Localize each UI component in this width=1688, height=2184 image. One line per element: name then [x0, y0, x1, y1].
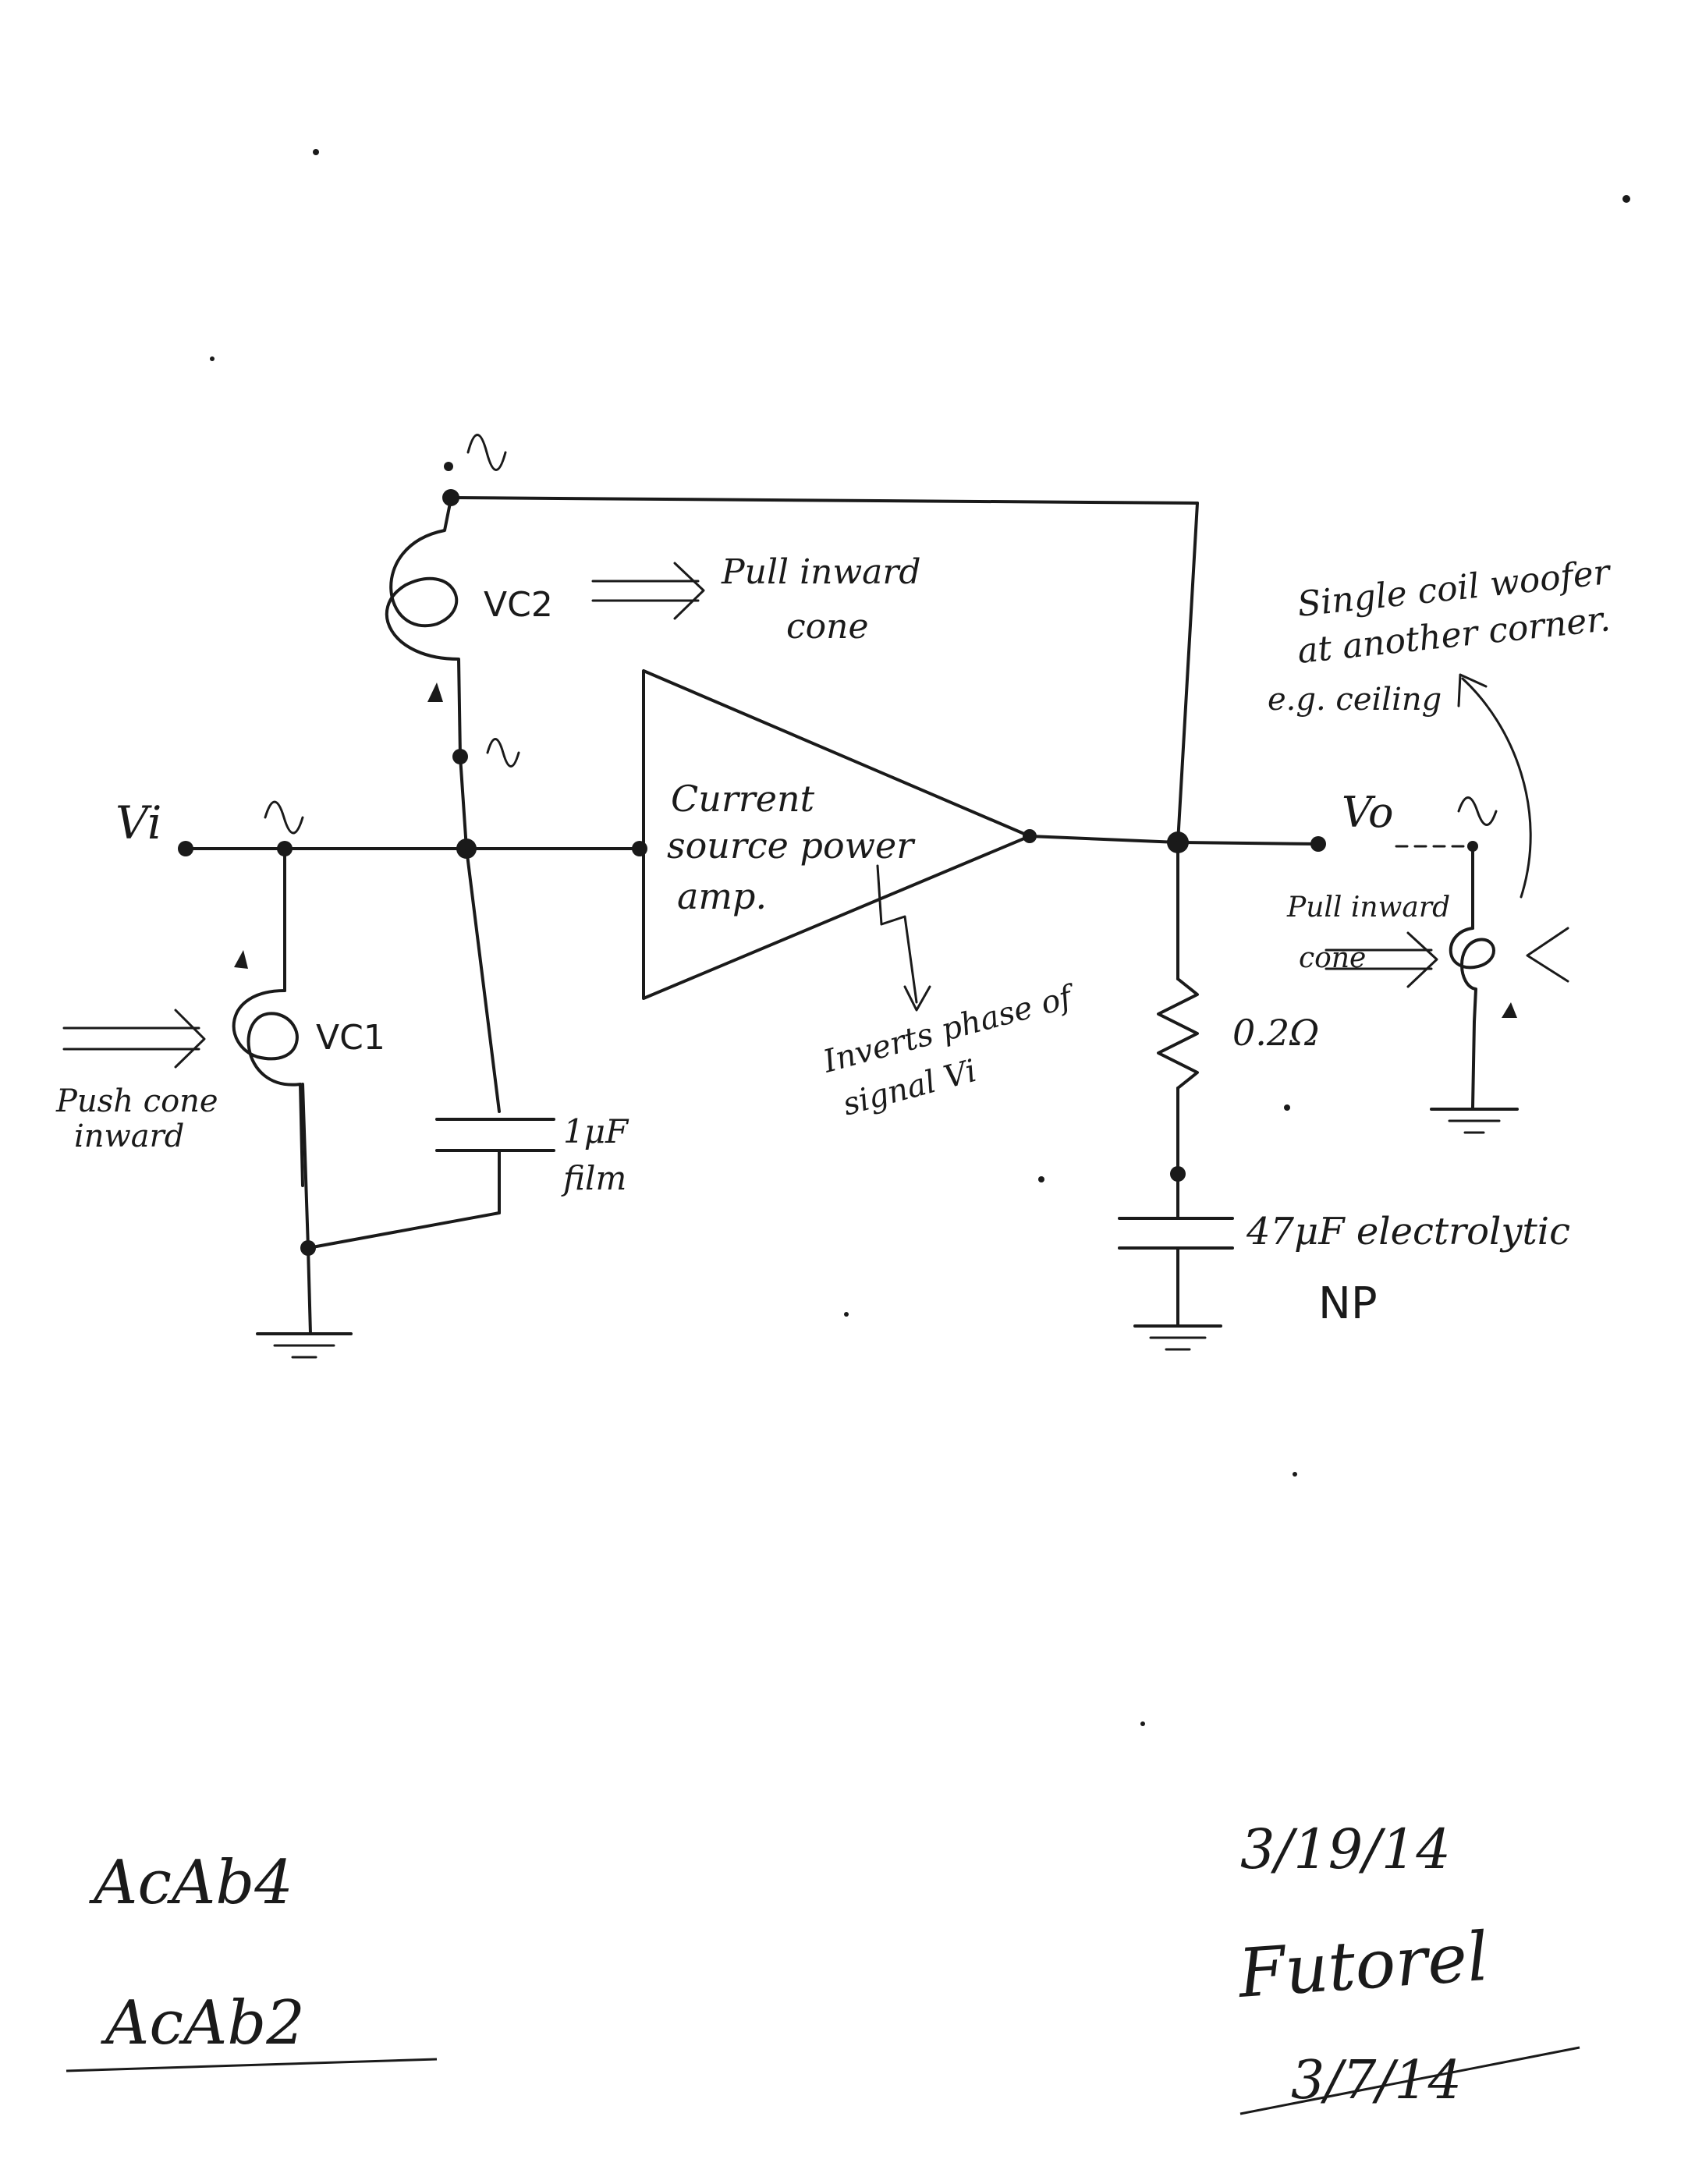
- vc1-branch: [232, 847, 501, 1335]
- date-current: 3/19/14: [1240, 1817, 1451, 1881]
- reference-old: AcAb2: [101, 1988, 305, 2058]
- waveform-vc2-bottom: [486, 738, 520, 768]
- invert-pointer-head: [903, 985, 931, 1012]
- capacitor-1uf: [435, 847, 555, 1214]
- date-old: 3/7/14: [1291, 2050, 1462, 2111]
- current-source-amplifier: [642, 669, 1179, 1000]
- ground-symbol-2: [1133, 1324, 1222, 1351]
- vo-label: Vo: [1342, 788, 1394, 837]
- vc2-label: VC2: [484, 585, 553, 625]
- woofer-note-line3: e.g. ceiling: [1268, 682, 1442, 718]
- push-arrow: [62, 1009, 206, 1069]
- reference-current: AcAb4: [89, 1848, 293, 1918]
- vc2-branch: [385, 462, 1199, 850]
- waveform-output: [1457, 796, 1498, 826]
- push-note-line1: Push cone: [55, 1083, 218, 1119]
- invert-pointer: [876, 864, 918, 1004]
- woofer-pull-line2: cone: [1299, 942, 1366, 974]
- resistor-label: 0.2Ω: [1232, 1012, 1319, 1054]
- waveform-vc2-top: [466, 434, 507, 471]
- woofer-pull-arrow: [1325, 931, 1438, 988]
- input-bus: [178, 838, 647, 859]
- cap2-label-line1: 47μF electrolytic: [1246, 1210, 1570, 1253]
- vc2-pull-arrow: [591, 562, 705, 620]
- vc1-label: VC1: [316, 1018, 385, 1058]
- woofer-note-pointer-head: [1457, 673, 1488, 707]
- ground-symbol-3: [1430, 1108, 1519, 1134]
- woofer-branch: [1395, 841, 1569, 1109]
- signature: Futorel: [1234, 1918, 1491, 2013]
- cap2-label-line2: NP: [1318, 1278, 1378, 1329]
- vc2-note-line1: Pull inward: [721, 552, 921, 592]
- vc2-note-line2: cone: [786, 607, 869, 647]
- reference-old-strikethrough: [66, 2058, 438, 2072]
- output-network: [1118, 831, 1326, 1328]
- date-old-strikethrough: [1239, 2046, 1580, 2115]
- vi-label: Vi: [115, 796, 161, 849]
- woofer-pull-line1: Pull inward: [1286, 892, 1450, 924]
- woofer-note-pointer: [1461, 677, 1532, 899]
- waveform-input: [264, 800, 304, 835]
- cap1-label-line1: 1μF: [563, 1112, 629, 1150]
- ground-symbol-1: [256, 1332, 353, 1359]
- amp-label-line1: Current: [671, 778, 815, 820]
- amp-label-line3: amp.: [677, 875, 767, 917]
- push-note-line2: inward: [74, 1119, 184, 1154]
- scan-specks: [210, 149, 1630, 1726]
- amp-label-line2: source power: [667, 824, 916, 867]
- cap1-label-line2: film: [561, 1159, 626, 1197]
